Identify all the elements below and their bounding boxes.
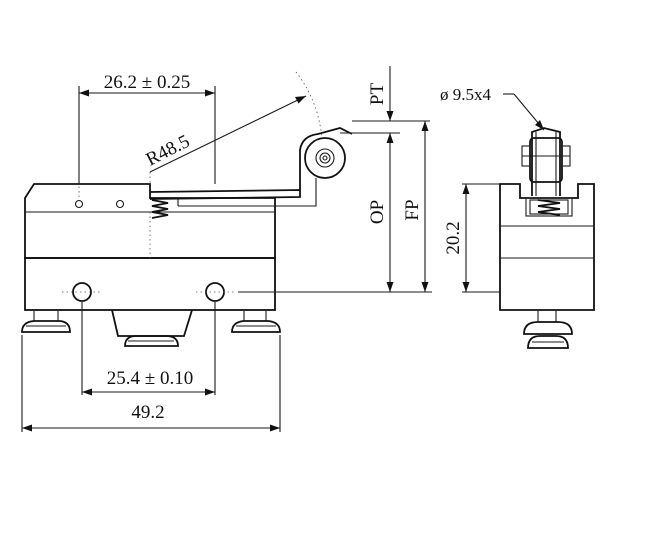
- dim-body-length: 49.2: [131, 402, 164, 423]
- terminal-left: [21, 311, 71, 333]
- roller-front: [304, 137, 346, 179]
- side-body: [499, 183, 595, 311]
- lever-pivot-hole-1: [74, 199, 84, 209]
- terminal-right: [231, 311, 281, 333]
- lever-pivot-hole-2: [115, 199, 125, 209]
- dim-free-position: FP: [402, 199, 423, 220]
- dim-roller-lever-radius: R48.5: [143, 131, 193, 171]
- side-terminal: [523, 310, 573, 349]
- dim-body-height: 20.2: [443, 221, 464, 254]
- dim-lever-hole-spacing: 26.2 ± 0.25: [104, 72, 190, 93]
- side-view: 20.2 ø 9.5x4: [440, 85, 595, 349]
- terminal-center: [111, 309, 193, 347]
- front-view: 26.2 ± 0.25 R48.5 25.4 ± 0.10 49.2 PT OP: [21, 66, 432, 432]
- mount-hole-left: [72, 282, 92, 302]
- dim-pretravel: PT: [367, 83, 388, 106]
- roller-side: [529, 137, 563, 183]
- spring: [151, 199, 169, 219]
- dim-operating-position: OP: [367, 200, 388, 224]
- dim-roller-diameter: ø 9.5x4: [440, 85, 492, 104]
- lever-arm: [149, 189, 301, 200]
- dim-mount-hole-spacing: 25.4 ± 0.10: [107, 368, 193, 389]
- front-body-lower: [24, 257, 276, 311]
